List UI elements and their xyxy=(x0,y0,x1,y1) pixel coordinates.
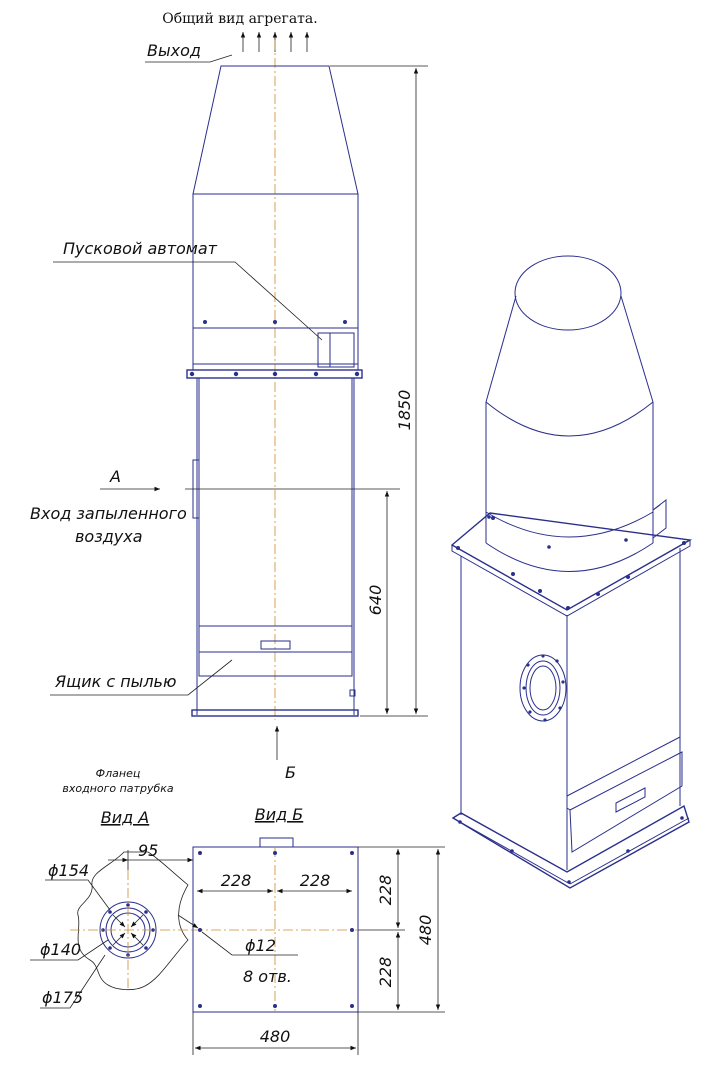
inlet-label-line1: Вход запыленного xyxy=(30,504,187,523)
inlet-label-line2: воздуха xyxy=(75,527,143,546)
dust-box-label: Ящик с пылью xyxy=(54,672,176,691)
view-b-label: Вид Б xyxy=(255,805,304,824)
flange-title-line1: Фланец xyxy=(96,767,141,780)
dim-flange-offset: 95 xyxy=(138,841,158,860)
dust-box-leader xyxy=(50,659,233,696)
starter-label: Пусковой автомат xyxy=(63,239,218,258)
arrow-b-label: Б xyxy=(285,763,296,782)
dim-holes-right: 228 xyxy=(300,871,331,890)
dim-base-depth: 480 xyxy=(416,915,435,946)
dim-holes-left: 228 xyxy=(221,871,252,890)
front-view xyxy=(186,40,363,720)
dim-inlet-height: 640 xyxy=(366,585,385,616)
drawing-title: Общий вид агрегата. xyxy=(162,11,317,27)
arrow-a-label: А xyxy=(109,467,121,486)
flange-title-line2: входного патрубка xyxy=(62,782,174,795)
isometric-view xyxy=(450,255,693,889)
dim-dia-175: ϕ175 xyxy=(42,988,83,1007)
view-a xyxy=(30,850,195,1009)
dim-dia-12: ϕ12 xyxy=(245,936,276,955)
holes-note: 8 отв. xyxy=(243,967,292,986)
dim-holes-bottom: 228 xyxy=(376,957,395,988)
view-b xyxy=(177,837,445,1055)
dim-dia-154: ϕ154 xyxy=(48,861,89,880)
dimension-1850 xyxy=(330,65,428,717)
starter-leader xyxy=(53,261,323,341)
dim-dia-140: ϕ140 xyxy=(40,940,81,959)
dim-base-width: 480 xyxy=(260,1027,291,1046)
outlet-leader xyxy=(145,54,233,63)
dim-overall-height: 1850 xyxy=(395,390,414,431)
outlet-label: Выход xyxy=(147,41,201,60)
view-a-label: Вид А xyxy=(101,808,149,827)
dim-holes-top: 228 xyxy=(376,875,395,906)
